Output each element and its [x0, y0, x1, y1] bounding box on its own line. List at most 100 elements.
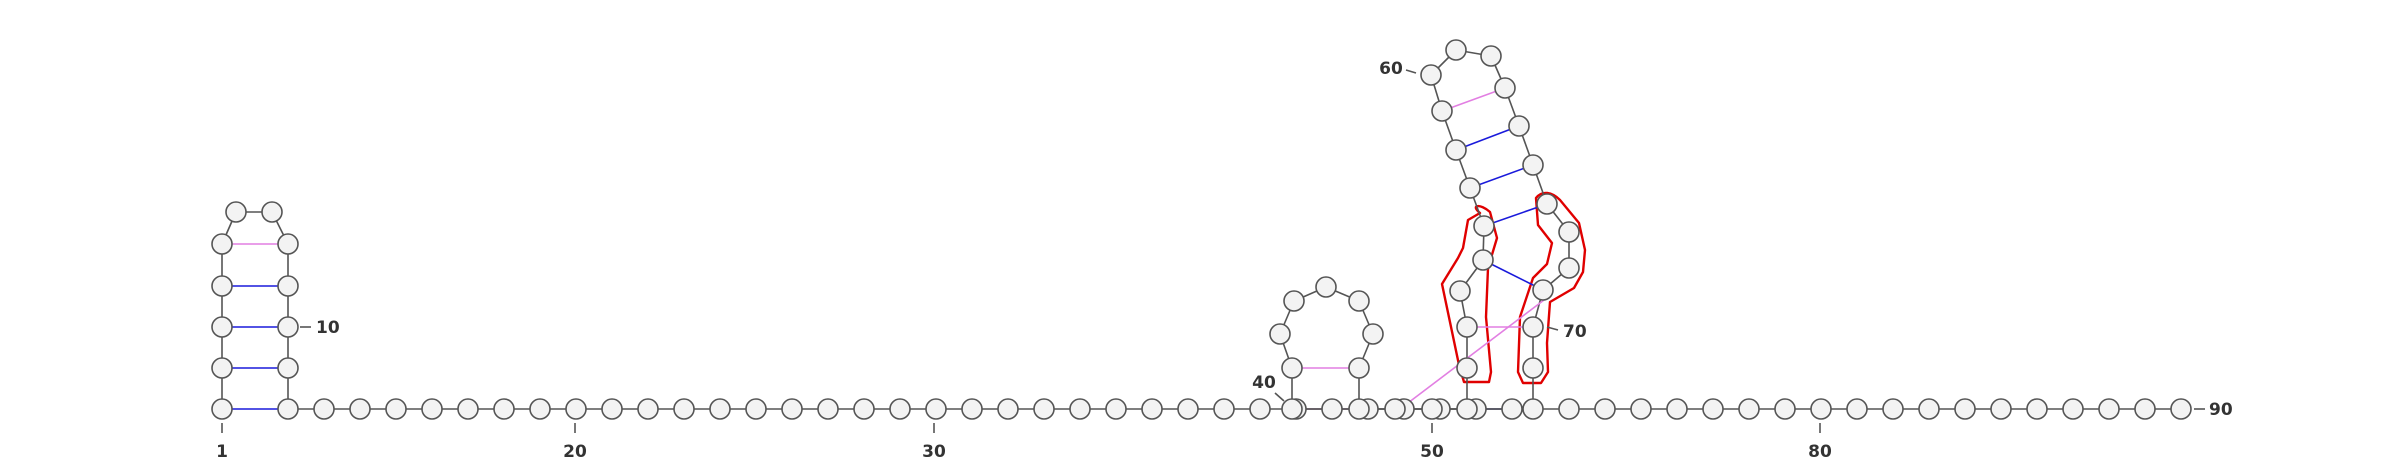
nucleotide — [1445, 39, 1467, 61]
nucleotide — [1213, 398, 1235, 420]
position-label-70: 70 — [1563, 322, 1587, 342]
nucleotide — [1508, 115, 1530, 137]
nucleotide — [1348, 290, 1370, 312]
nucleotide — [277, 357, 299, 379]
nucleotide — [1738, 398, 1760, 420]
position-labels: 1 10 20 30 40 50 60 70 80 90 — [216, 59, 2233, 459]
nucleotide — [313, 398, 335, 420]
nucleotide — [1348, 357, 1370, 379]
base-pair-line — [1482, 259, 1544, 291]
nucleotide — [1774, 398, 1796, 420]
highlight-region-left — [1440, 204, 1499, 384]
nucleotide — [637, 398, 659, 420]
nucleotide — [1348, 398, 1370, 420]
position-label-60: 60 — [1379, 59, 1403, 79]
nucleotide — [889, 398, 911, 420]
nucleotide — [1384, 398, 1406, 420]
nucleotide — [1522, 398, 1544, 420]
nucleotide — [1105, 398, 1127, 420]
nucleotide — [1472, 249, 1494, 271]
label-tick-60 — [1405, 69, 1417, 74]
nucleotide — [817, 398, 839, 420]
nucleotide — [211, 316, 233, 338]
position-label-30: 30 — [922, 442, 946, 459]
nucleotide — [1501, 398, 1523, 420]
nucleotide — [385, 398, 407, 420]
position-label-50: 50 — [1420, 442, 1444, 459]
nucleotide — [1315, 276, 1337, 298]
nucleotide — [925, 398, 947, 420]
base-pair-line — [1455, 125, 1520, 151]
nucleotide — [421, 398, 443, 420]
nucleotide — [1630, 398, 1652, 420]
base-pair-cross-weak — [1399, 296, 1549, 410]
position-label-10: 10 — [316, 318, 340, 338]
nucleotide — [211, 233, 233, 255]
nucleotides — [211, 39, 2192, 420]
nucleotide — [529, 398, 551, 420]
nucleotide — [1421, 398, 1443, 420]
base-pair-line — [1441, 87, 1506, 112]
base-pair-line — [1469, 164, 1534, 189]
position-label-40: 40 — [1252, 373, 1276, 393]
nucleotide — [1990, 398, 2012, 420]
nucleotide — [1532, 279, 1554, 301]
position-label-80: 80 — [1808, 442, 1832, 459]
nucleotide — [493, 398, 515, 420]
nucleotide — [1069, 398, 1091, 420]
nucleotide — [1445, 139, 1467, 161]
nucleotide — [1558, 257, 1580, 279]
nucleotide — [2026, 398, 2048, 420]
nucleotide — [211, 275, 233, 297]
nucleotide — [1882, 398, 1904, 420]
nucleotide — [673, 398, 695, 420]
nucleotide — [1522, 154, 1544, 176]
position-label-1: 1 — [216, 442, 228, 459]
nucleotide — [1522, 357, 1544, 379]
position-label-90: 90 — [2209, 400, 2233, 420]
label-tick-70 — [1546, 326, 1559, 331]
nucleotide — [2062, 398, 2084, 420]
nucleotide — [277, 316, 299, 338]
nucleotide — [709, 398, 731, 420]
nucleotide — [1177, 398, 1199, 420]
nucleotide — [277, 233, 299, 255]
nucleotide — [1449, 280, 1471, 302]
nucleotide — [601, 398, 623, 420]
nucleotide — [1033, 398, 1055, 420]
nucleotide — [1494, 77, 1516, 99]
position-label-20: 20 — [563, 442, 587, 459]
extra-pair-lines — [1399, 296, 1549, 410]
nucleotide — [1594, 398, 1616, 420]
nucleotide — [1269, 323, 1291, 345]
nucleotide — [211, 398, 233, 420]
nucleotide — [2098, 398, 2120, 420]
nucleotide — [2170, 398, 2192, 420]
label-tick-40 — [1274, 392, 1285, 402]
nucleotide — [1456, 316, 1478, 338]
nucleotide — [1281, 398, 1303, 420]
base-pair-line — [1483, 203, 1548, 227]
nucleotide — [277, 275, 299, 297]
nucleotide — [565, 398, 587, 420]
nucleotide — [1362, 323, 1384, 345]
nucleotide — [1456, 357, 1478, 379]
nucleotide — [745, 398, 767, 420]
nucleotide — [1321, 398, 1343, 420]
base-pairs — [222, 87, 1548, 410]
nucleotide — [1846, 398, 1868, 420]
nucleotide — [2134, 398, 2156, 420]
nucleotide — [1141, 398, 1163, 420]
nucleotide — [1456, 398, 1478, 420]
nucleotide — [1431, 100, 1453, 122]
nucleotide — [349, 398, 371, 420]
nucleotide — [1558, 398, 1580, 420]
nucleotide — [1522, 316, 1544, 338]
nucleotide — [1473, 215, 1495, 237]
nucleotide — [853, 398, 875, 420]
nucleotide — [1281, 357, 1303, 379]
nucleotide — [961, 398, 983, 420]
highlight-region-right — [1516, 191, 1587, 385]
backbone — [221, 49, 2181, 410]
